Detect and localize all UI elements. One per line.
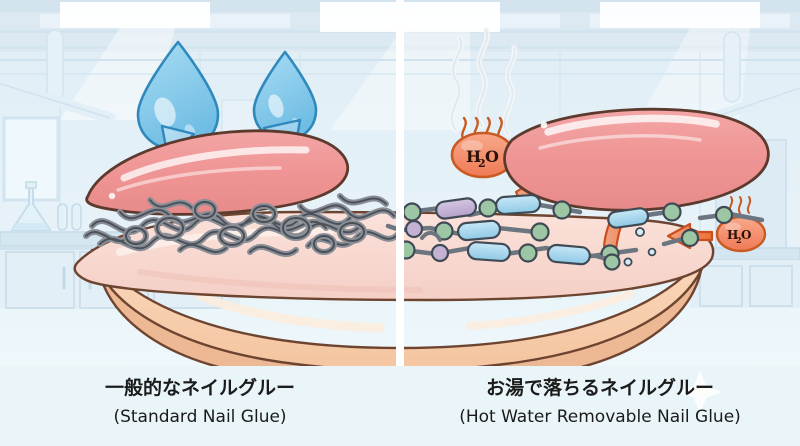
polymer-chain bbox=[697, 205, 765, 225]
h2o-badge: H 2 O bbox=[450, 131, 516, 179]
panel-divider bbox=[396, 0, 404, 446]
polymer-chain bbox=[385, 219, 550, 242]
polymer-fragment bbox=[623, 227, 657, 267]
caption-band bbox=[0, 366, 800, 446]
polymer-fragment bbox=[593, 253, 621, 271]
polymer-fragment bbox=[607, 202, 682, 229]
h2o-label-2: 2 bbox=[478, 157, 486, 170]
right-bench bbox=[689, 247, 800, 308]
erlenmeyer-flask bbox=[11, 181, 51, 231]
nail-plate-attached bbox=[85, 129, 350, 216]
right-caption-en: (Hot Water Removable Nail Glue) bbox=[459, 407, 741, 427]
support-post bbox=[46, 29, 741, 103]
h2o-label-h: H bbox=[727, 228, 738, 242]
steam-wisp-shade bbox=[450, 29, 516, 135]
left-caption-jp: 一般的なネイルグルー bbox=[105, 376, 295, 399]
sparkle-icon bbox=[678, 370, 722, 414]
right-caption-jp: お湯で落ちるネイルグルー bbox=[486, 376, 714, 399]
nail-plate-detached bbox=[503, 107, 770, 212]
h2o-label-2: 2 bbox=[736, 235, 742, 245]
h2o-badge: H 2 O bbox=[715, 215, 767, 253]
h2o-label-h: H bbox=[466, 147, 481, 166]
panel-standard-nail-glue bbox=[83, 40, 401, 258]
h2o-label-o: O bbox=[485, 147, 499, 166]
crosslinked-glue-chains bbox=[83, 193, 401, 258]
fingertip bbox=[90, 248, 710, 388]
test-tube bbox=[57, 203, 82, 231]
h2o-label-o: O bbox=[741, 228, 751, 242]
left-caption-en: (Standard Nail Glue) bbox=[113, 407, 286, 427]
polymer-fragment bbox=[661, 228, 700, 248]
ceiling-panels bbox=[0, 0, 800, 130]
